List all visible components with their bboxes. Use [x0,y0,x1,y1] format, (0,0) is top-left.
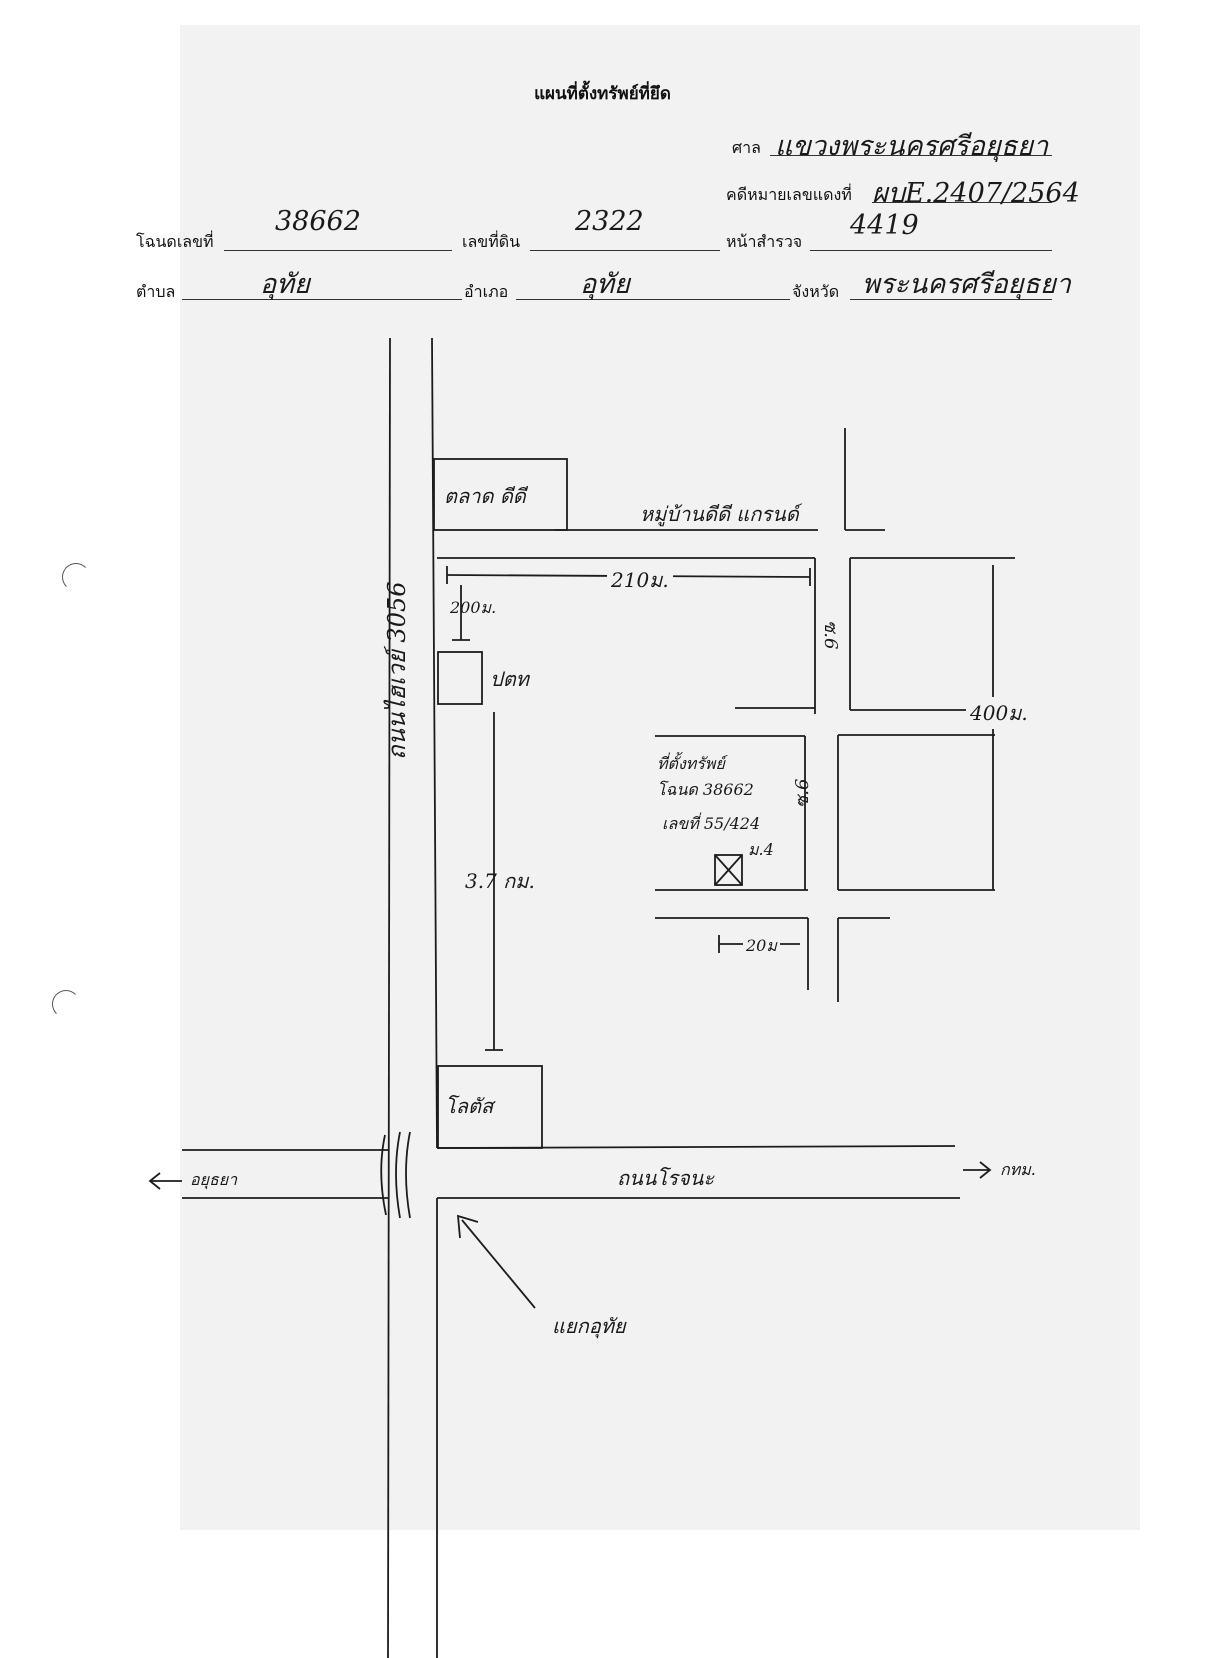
district-line [516,299,790,300]
scanned-sheet [180,25,1140,1530]
market-box [433,458,568,531]
province-line [850,299,1052,300]
subdistrict-label: ตำบล [136,282,176,301]
document-title: แผนที่ตั้งทรัพย์ที่ยึด [534,84,671,104]
village-label: หมู่บ้านดีดี แกรนด์ [640,502,799,526]
dist-3-7km-label: 3.7 กม. [465,869,535,893]
land-no-value: 2322 [575,206,644,237]
deed-label: โฉนดเลขที่ [136,232,214,251]
district-label: อำเภอ [464,282,509,301]
survey-label: หน้าสำรวจ [726,232,803,251]
property-marker [714,854,743,886]
subdistrict-value: อุทัย [260,269,310,300]
punch-hole-top [62,563,90,591]
court-line [770,155,1052,156]
deed-line [224,250,452,251]
dist-400-label: 400ม. [966,697,1032,729]
post-box [437,651,483,705]
property-line-2: โฉนด 38662 [657,780,754,799]
province-value: พระนครศรีอยุธยา [862,269,1071,300]
land-no-line [530,250,720,251]
survey-value: 4419 [850,210,919,241]
court-value: แขวงพระนครศรีอยุธยา [775,131,1049,162]
district-value: อุทัย [580,269,630,300]
property-line-1: ที่ตั้งทรัพย์ [657,754,725,773]
land-no-label: เลขที่ดิน [462,232,521,251]
dist-20-label: 20ม [743,934,780,959]
case-value: ผบE.2407/2564 [872,178,1080,209]
highway-label: ถนนไฮเวย์ 3056 [383,581,411,760]
subdistrict-line [182,299,462,300]
lotus-label: โลตัส [445,1094,494,1118]
highway-right-edge [431,337,438,1149]
deed-value: 38662 [275,206,361,237]
junction-label: แยกอุทัย [552,1314,626,1338]
road-label: ถนนโรจนะ [617,1166,715,1190]
punch-hole-bottom [52,990,80,1018]
case-label: คดีหมายเลขแดงที่ [726,185,852,204]
soi-label-1: ซ.6 [820,620,841,649]
ayutthaya-label: อยุธยา [190,1170,238,1189]
post-label: ปตท [490,667,529,691]
market-label: ตลาด ดีดี [444,484,526,508]
soi-label-2: ซ.6 [792,779,813,808]
dist-210-label: 210ม. [607,564,673,596]
court-label: ศาล [732,138,761,157]
bangkok-label: กทม. [1000,1160,1036,1179]
property-moo: ม.4 [748,840,774,859]
province-label: จังหวัด [792,282,840,301]
dist-200-label: 200ม. [450,598,497,617]
survey-line [810,250,1052,251]
case-line [872,202,1052,203]
highway-left-edge [387,337,391,1658]
property-line-3: เลขที่ 55/424 [662,814,761,833]
